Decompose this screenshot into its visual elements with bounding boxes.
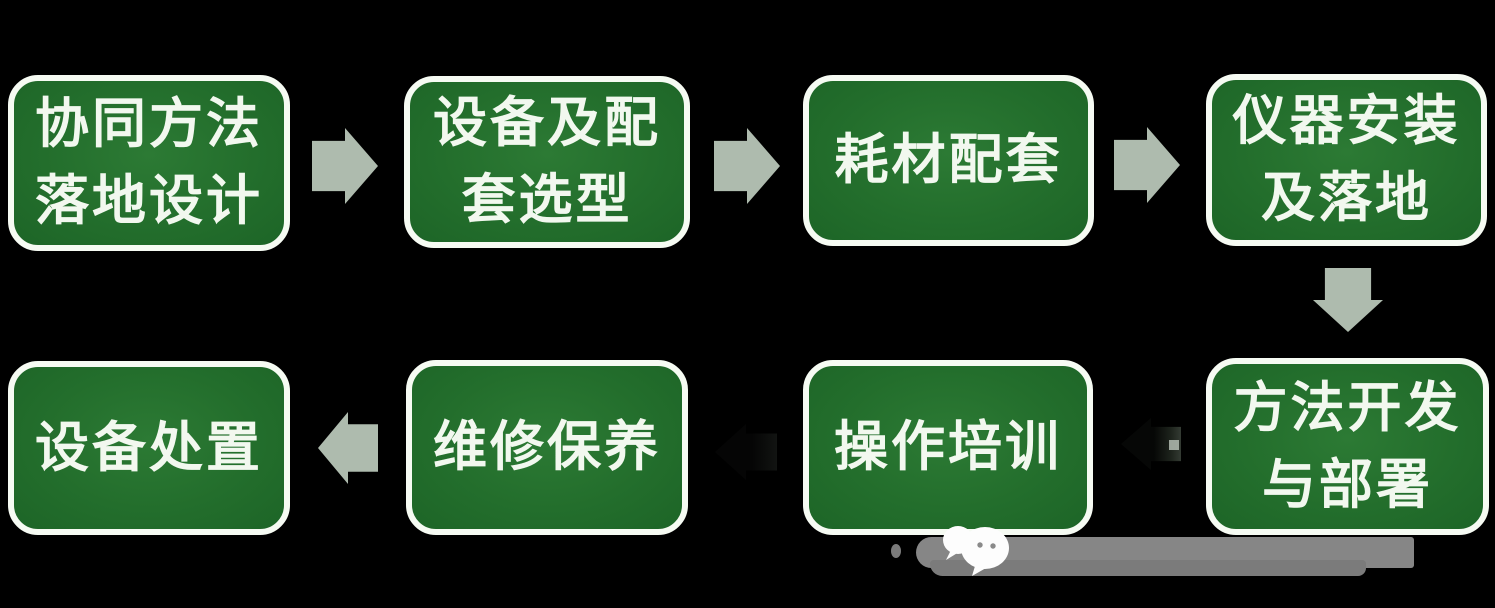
flow-box-equipment-disposal: 设备处置 [8, 361, 290, 535]
wechat-icon [943, 526, 1009, 576]
box-text-line: 套选型 [461, 168, 633, 231]
watermark-strip [930, 560, 1366, 576]
box-text-line: 及落地 [1261, 166, 1432, 229]
watermark-blob [891, 544, 901, 558]
flow-box-operation-training: 操作培训 [803, 360, 1093, 535]
arrow-right-icon [714, 128, 780, 204]
arrow-left-icon [318, 412, 378, 484]
box-text-line: 耗材配套 [834, 128, 1063, 192]
flow-box-equipment-selection: 设备及配 套选型 [404, 76, 690, 248]
flow-box-maintenance: 维修保养 [406, 360, 688, 535]
box-text-line: 方法开发 [1233, 375, 1462, 439]
box-text-line: 操作培训 [834, 415, 1062, 479]
box-text-line: 落地设计 [35, 169, 263, 232]
box-text-line: 设备处置 [35, 415, 263, 479]
arrow-highlight [1169, 440, 1179, 450]
flow-box-collab-method-design: 协同方法 落地设计 [8, 75, 290, 251]
box-text-line: 协同方法 [35, 92, 263, 156]
box-text-line: 仪器安装 [1232, 89, 1461, 153]
box-text-line: 维修保养 [433, 415, 661, 479]
arrow-left-dark-icon [715, 424, 777, 480]
box-text-line: 与部署 [1262, 452, 1433, 516]
flow-box-consumables-matching: 耗材配套 [803, 75, 1094, 246]
flow-box-method-dev-deploy: 方法开发 与部署 [1206, 358, 1489, 535]
flow-box-instrument-install: 仪器安装 及落地 [1206, 74, 1487, 246]
arrow-down-icon [1313, 268, 1383, 332]
arrow-right-icon [312, 128, 378, 204]
arrow-right-icon [1114, 127, 1180, 203]
box-text-line: 设备及配 [433, 91, 661, 155]
